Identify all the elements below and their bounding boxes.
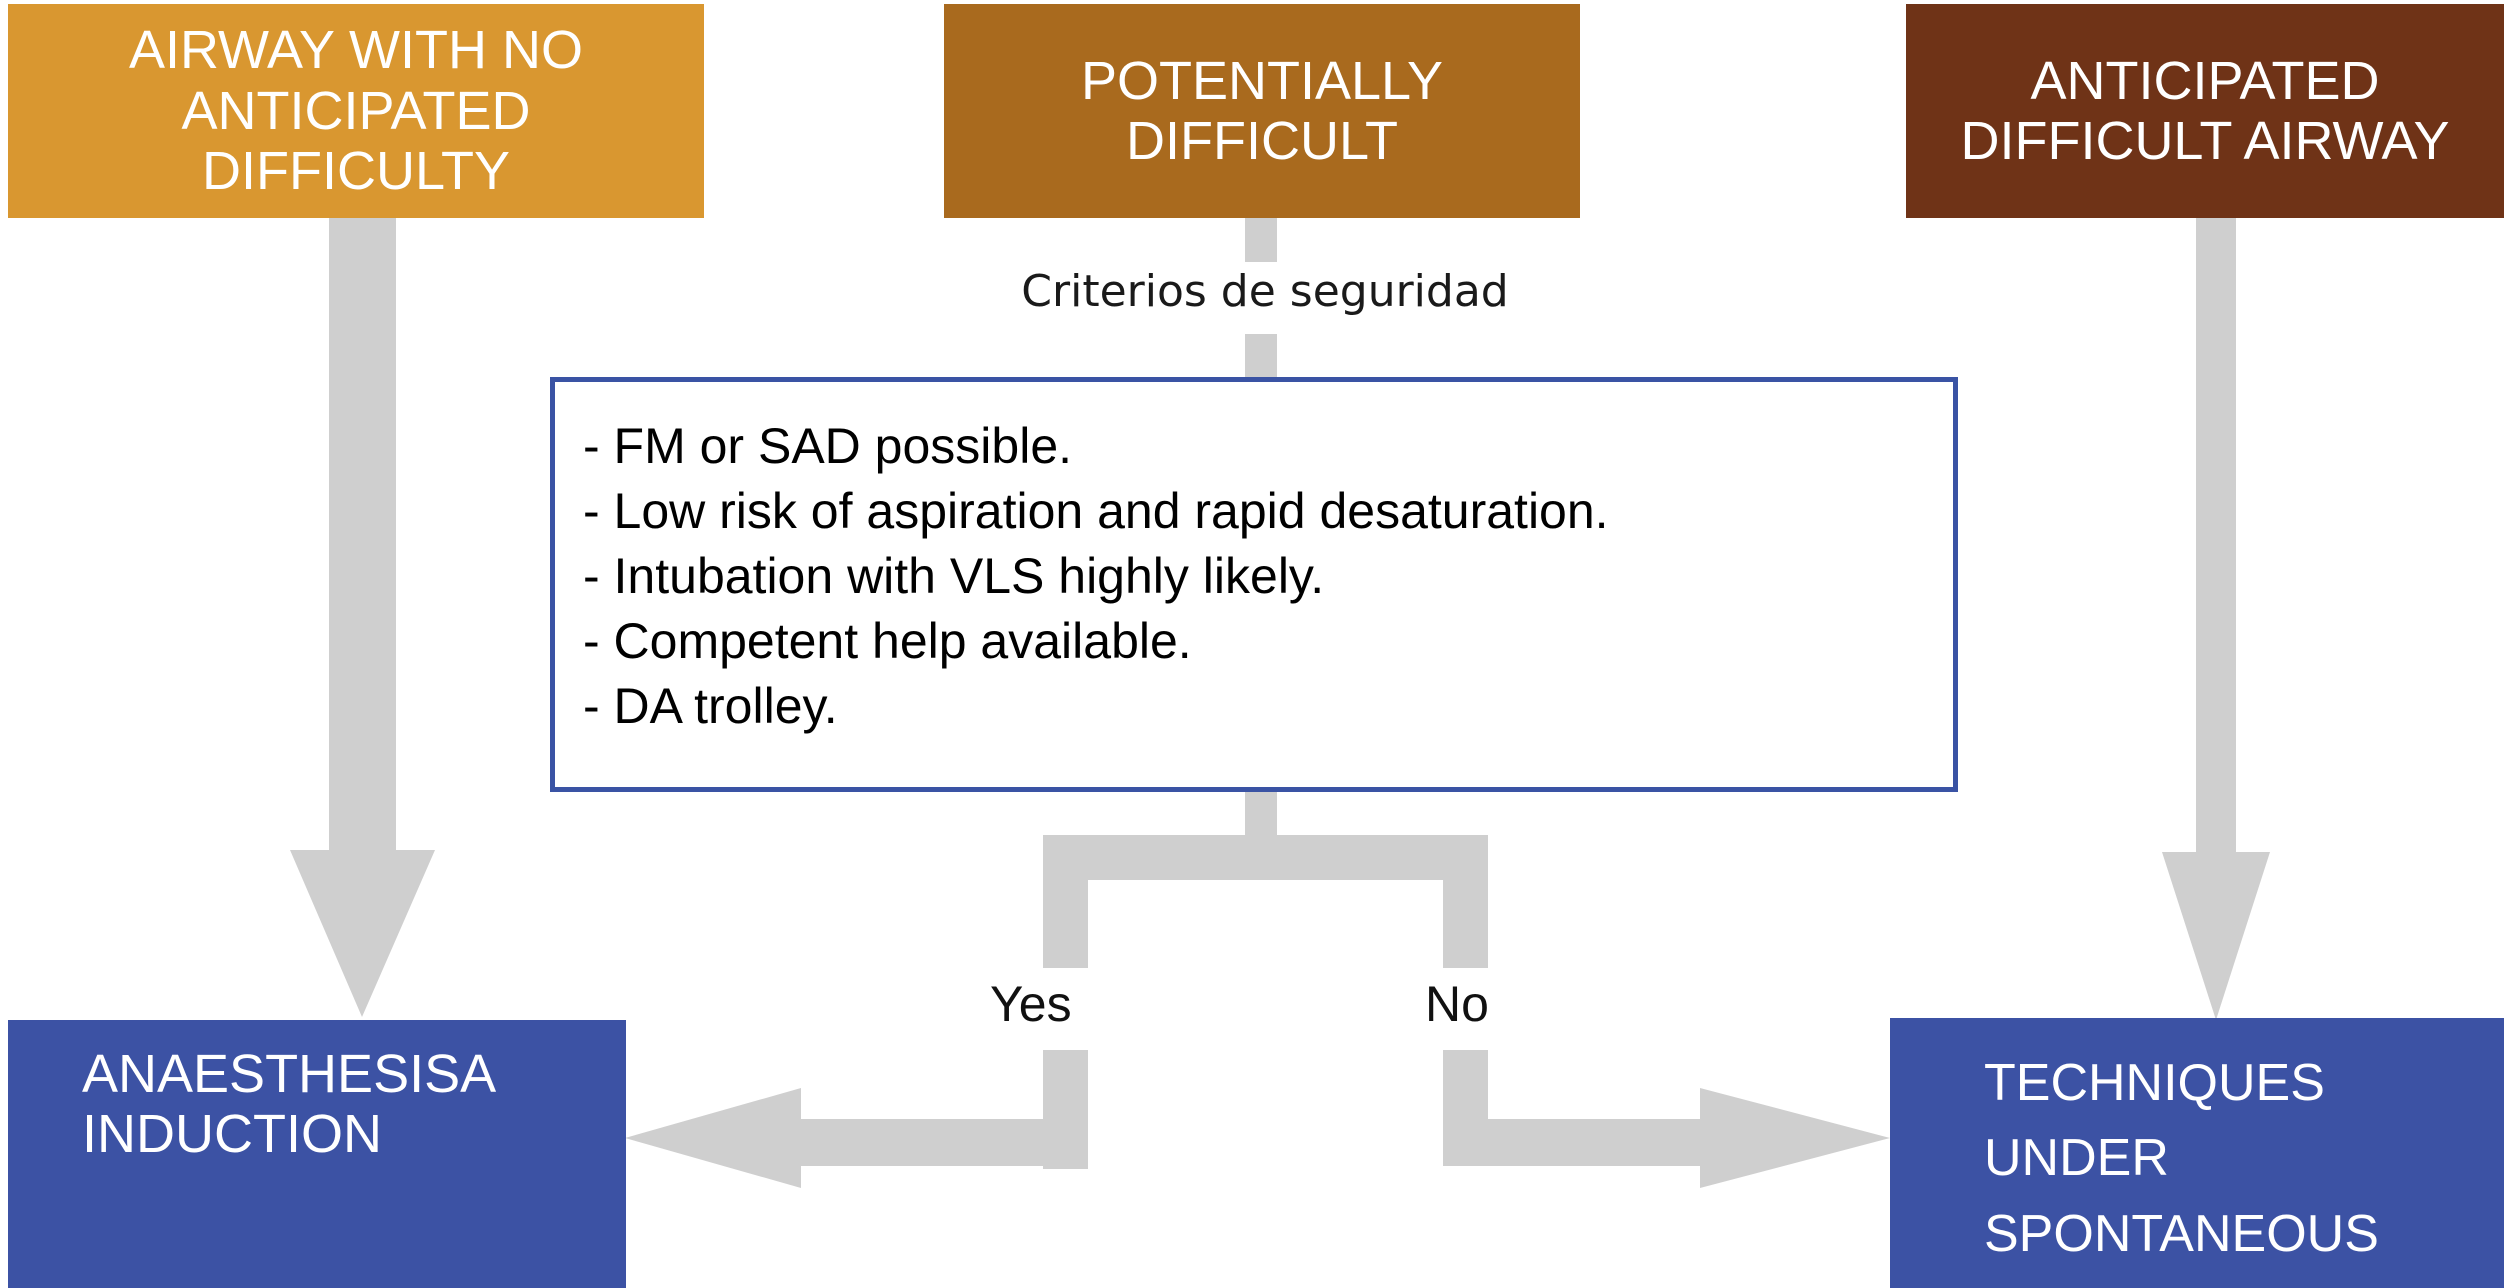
arrow-yes-to-induction — [625, 1050, 1088, 1188]
node-potentially-difficult[interactable]: POTENTIALLY DIFFICULT — [944, 4, 1580, 218]
connector-split-bar — [1043, 835, 1488, 968]
node-label-line: INDUCTION — [82, 1104, 382, 1165]
criteria-item: - Low risk of aspiration and rapid desat… — [583, 483, 1609, 539]
node-label-line: AIRWAY WITH NO — [128, 20, 584, 81]
node-anticipated-difficult-airway[interactable]: ANTICIPATED DIFFICULT AIRWAY — [1906, 4, 2504, 218]
decision-label-yes: Yes — [990, 976, 1072, 1032]
arrow-no-to-techniques — [1443, 1050, 1890, 1188]
node-label-line: DIFFICULT AIRWAY — [1960, 111, 2450, 171]
criteria-item: - Intubation with VLS highly likely. — [583, 548, 1325, 604]
node-techniques-under-spontaneous[interactable]: TECHNIQUES UNDER SPONTANEOUS — [1890, 1018, 2504, 1288]
node-label-line: UNDER — [1984, 1129, 2169, 1188]
criteria-item: - DA trolley. — [583, 678, 838, 734]
node-anaesthesia-induction[interactable]: ANAESTHESISA INDUCTION — [8, 1020, 626, 1288]
connector-potentially-difficult-stub-top — [1245, 214, 1277, 262]
node-label-line: SPONTANEOUS — [1984, 1204, 2379, 1263]
node-label-line: TECHNIQUES — [1984, 1054, 2325, 1112]
arrow-anticipated-to-techniques — [2162, 214, 2270, 1020]
connector-potentially-difficult-stub-bottom — [1245, 334, 1277, 380]
edge-label-criterios-de-seguridad: Criterios de seguridad — [1021, 266, 1509, 317]
arrow-no-difficulty-to-induction — [290, 214, 435, 1017]
node-label-line: ANTICIPATED — [181, 80, 531, 141]
node-label-line: DIFFICULTY — [202, 141, 510, 202]
criteria-box: - FM or SAD possible. - Low risk of aspi… — [550, 377, 1958, 792]
node-airway-no-anticipated-difficulty[interactable]: AIRWAY WITH NO ANTICIPATED DIFFICULTY — [8, 4, 704, 218]
node-label-line: ANAESTHESISA — [82, 1044, 497, 1104]
criteria-item: - Competent help available. — [583, 613, 1192, 669]
criteria-item: - FM or SAD possible. — [583, 418, 1073, 474]
connector-criteria-stub-bottom — [1245, 790, 1277, 835]
decision-label-no: No — [1425, 976, 1489, 1032]
node-label-line: DIFFICULT — [1126, 111, 1398, 171]
node-label-line: ANTICIPATED — [2030, 50, 2380, 111]
node-label-line: POTENTIALLY — [1080, 50, 1444, 111]
